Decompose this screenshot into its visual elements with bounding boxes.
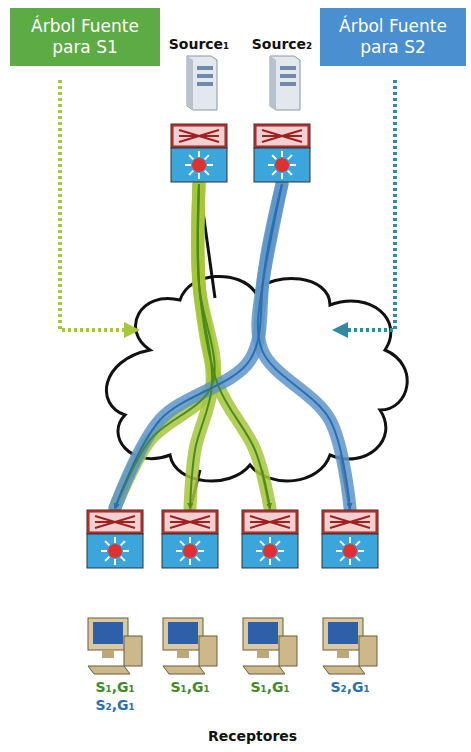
receiver-node: S₁,G₁S₂,G₁ [75,508,155,714]
group-membership: S₂,G₁ [75,696,155,714]
group-membership: S₁,G₁ [150,678,230,696]
switch-icon [252,122,312,184]
server-icon [262,52,302,114]
group-membership: S₁,G₁ [230,678,310,696]
tree-direction [190,184,212,508]
pc-icon [159,614,221,678]
server-icon [179,52,219,114]
switch-icon [169,122,229,184]
pc-icon [84,614,146,678]
pc-icon [319,614,381,678]
tree-label-box: Árbol Fuente para S1 [10,8,160,66]
switch-icon [85,508,145,570]
receiver-node: S₁,G₁ [150,508,230,696]
tree-label: Árbol Fuente para S2 [326,16,460,58]
source-name: Source₁ [163,36,235,52]
tree-direction [115,184,282,508]
group-membership: S₁,G₁ [75,678,155,696]
dotted-pointer [60,80,132,330]
source-tree-branch [115,184,282,508]
tree-label-box: Árbol Fuente para S2 [320,8,466,66]
receiver-node: S₂,G₁ [310,508,390,696]
tree-direction [198,184,270,508]
pc-icon [239,614,301,678]
source-name: Source₂ [246,36,318,52]
switch-icon [320,508,380,570]
tree-direction [258,184,350,508]
switch-icon [240,508,300,570]
source-tree-branch [258,184,350,508]
tree-direction [115,184,215,508]
group-membership: S₂,G₁ [310,678,390,696]
receivers-caption: Receptores [205,728,300,744]
tree-label: Árbol Fuente para S1 [16,16,154,58]
source-node: Source₂ [246,36,318,184]
source-node: Source₁ [163,36,235,184]
switch-icon [160,508,220,570]
receiver-node: S₁,G₁ [230,508,310,696]
physical-links [115,190,350,510]
dotted-pointer [340,80,395,330]
